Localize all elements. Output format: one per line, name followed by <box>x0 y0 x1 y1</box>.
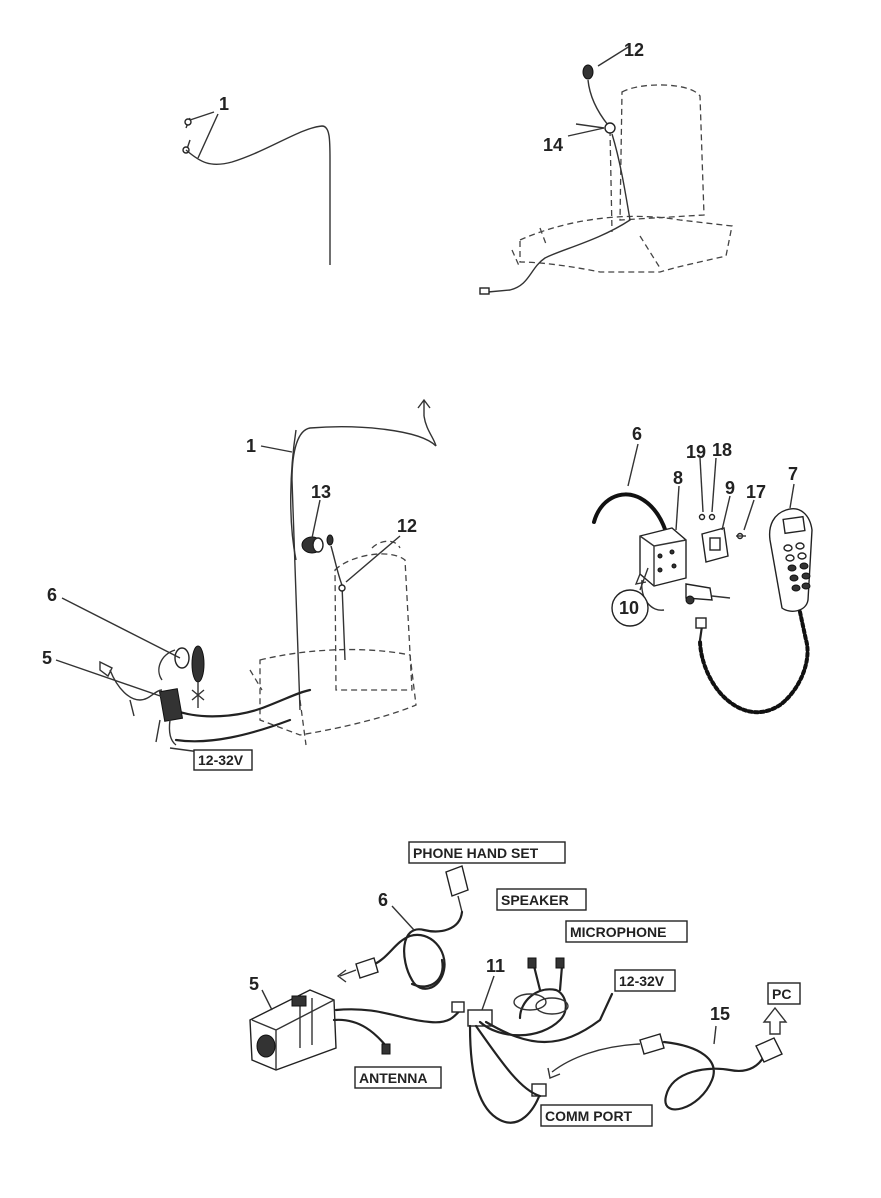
panel-antenna-cable: 1 <box>182 94 331 265</box>
label-speaker: SPEAKER <box>501 892 569 908</box>
coiled-cord <box>698 610 810 715</box>
label-phone-hand-set: PHONE HAND SET <box>413 845 539 861</box>
voltage-label-top: 12-32V <box>198 752 244 768</box>
panel-handset-mount: 6 19 18 8 9 17 7 10 <box>592 424 813 715</box>
handset-connector <box>445 865 469 897</box>
callout-5-cable: 5 <box>249 974 259 994</box>
panel-cable-connections: PHONE HAND SET SPEAKER MICROPHONE 12-32V… <box>249 841 801 1127</box>
callout-11: 11 <box>486 956 505 976</box>
transceiver-unit <box>249 989 337 1071</box>
label-pc: PC <box>772 986 791 1002</box>
callout-6-mount: 6 <box>632 424 642 444</box>
handset-keypad <box>783 542 811 592</box>
callout-12-routing: 12 <box>397 516 417 536</box>
callout-5-routing: 5 <box>42 648 52 668</box>
handset-small <box>191 645 205 683</box>
panel-seat-microphone: 12 14 <box>479 40 733 295</box>
callout-14: 14 <box>543 135 563 155</box>
callout-15: 15 <box>710 1004 730 1024</box>
callout-19: 19 <box>686 442 706 462</box>
label-antenna: ANTENNA <box>359 1070 427 1086</box>
callout-6-routing: 6 <box>47 585 57 605</box>
callout-7: 7 <box>788 464 798 484</box>
callout-6-cable: 6 <box>378 890 388 910</box>
panel-vehicle-routing: 1 13 12 6 5 12-32V <box>42 398 437 771</box>
comm-port-box <box>540 1104 653 1127</box>
callout-1-routing: 1 <box>246 436 256 456</box>
microphone-head <box>582 64 594 80</box>
callout-9: 9 <box>725 478 735 498</box>
voltage-label-box <box>193 749 253 771</box>
label-voltage-bottom: 12-32V <box>619 973 665 989</box>
callout-10: 10 <box>619 598 639 618</box>
voltage-box-bottom <box>614 969 676 992</box>
callout-8: 8 <box>673 468 683 488</box>
antenna-box <box>354 1066 442 1089</box>
label-comm-port: COMM PORT <box>545 1108 633 1124</box>
mounting-bracket <box>639 527 687 587</box>
microphone-box <box>565 920 688 943</box>
label-microphone: MICROPHONE <box>570 924 666 940</box>
phone-hand-set-box <box>408 841 566 864</box>
pc-box <box>767 982 801 1005</box>
transceiver-small <box>158 688 184 722</box>
callout-13: 13 <box>311 482 331 502</box>
speaker-box <box>496 888 587 911</box>
callout-1: 1 <box>219 94 229 114</box>
callout-12: 12 <box>624 40 644 60</box>
callout-10-circle <box>611 589 649 627</box>
callout-18: 18 <box>712 440 732 460</box>
pc-connector <box>755 1037 783 1063</box>
callout-17: 17 <box>746 482 766 502</box>
